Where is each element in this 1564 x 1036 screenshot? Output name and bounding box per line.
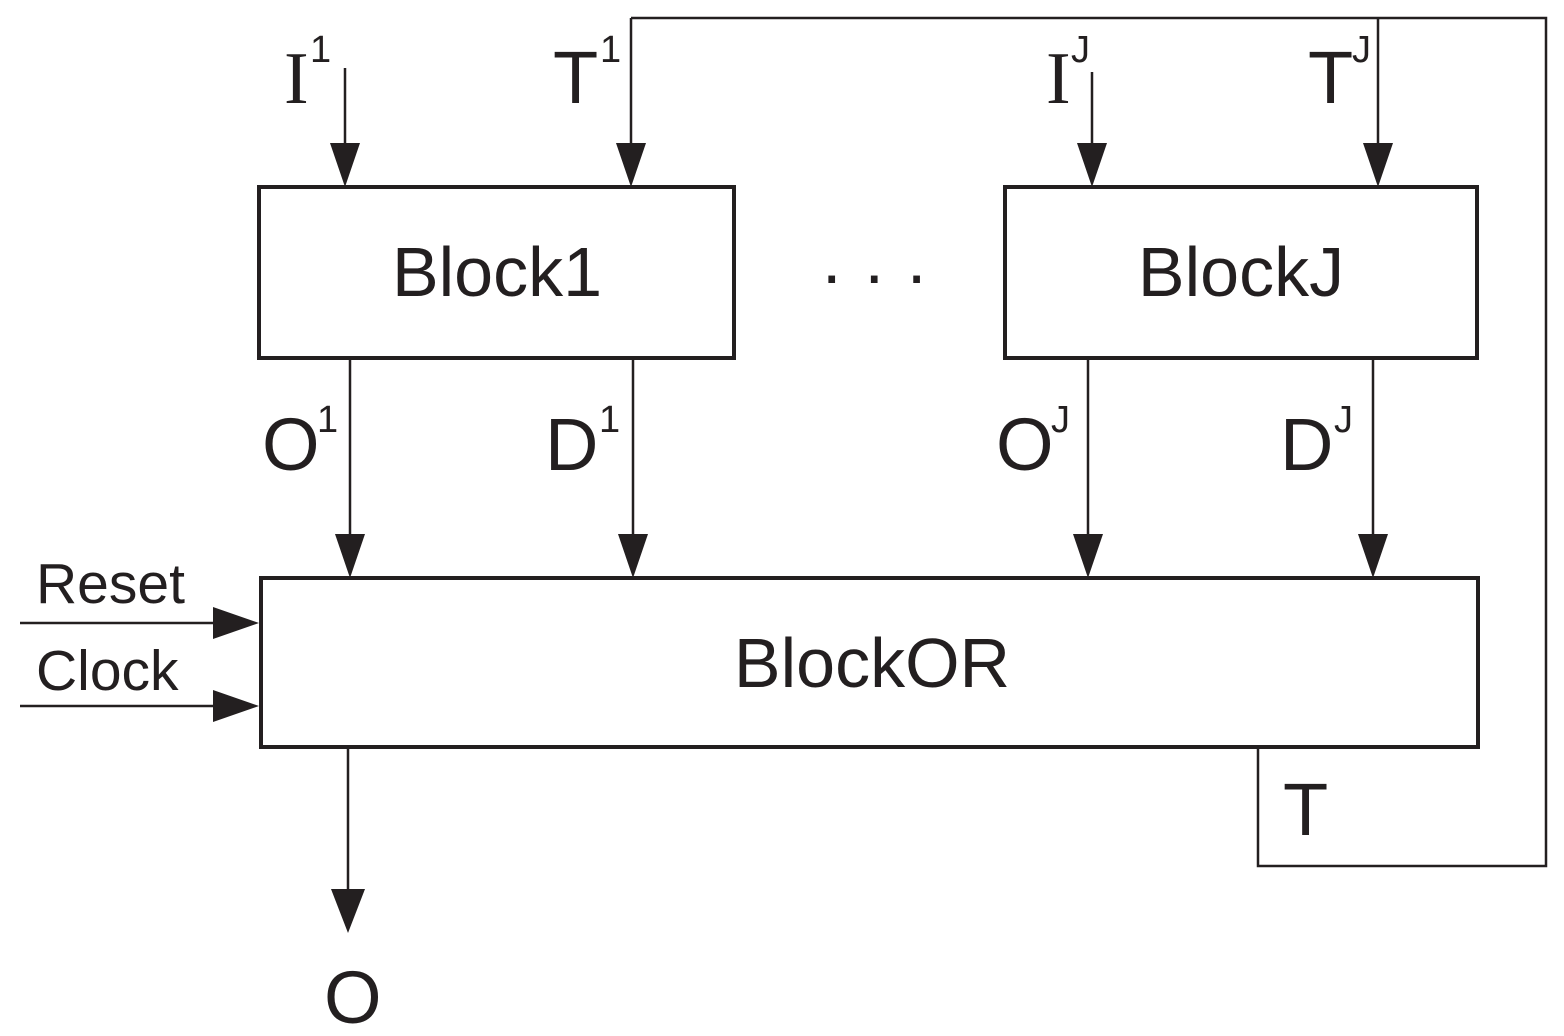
tj-sup-label: J	[1352, 29, 1371, 71]
t-feedback-label: T	[1283, 768, 1328, 851]
ij-label: I	[1046, 38, 1071, 120]
blockj-label: BlockJ	[1138, 233, 1344, 311]
d1-sup-label: 1	[599, 399, 620, 441]
tj-label: T	[1308, 36, 1353, 119]
t-feedback-wire	[631, 16, 1548, 868]
block1-label: Block1	[392, 233, 602, 311]
o1-label: O	[262, 403, 320, 486]
d1-arrowhead-icon	[618, 534, 648, 578]
ellipsis-label: ...	[822, 220, 949, 298]
i1-label: I	[284, 38, 309, 120]
clock-label: Clock	[36, 639, 179, 703]
blockj-box	[1003, 185, 1479, 360]
output-label: O	[324, 956, 382, 1036]
tj-arrowhead-icon	[1363, 143, 1393, 187]
clock-arrowhead-icon	[213, 690, 259, 722]
dj-arrowhead-icon	[1358, 534, 1388, 578]
t1-arrowhead-icon	[616, 143, 646, 187]
d1-label: D	[545, 403, 598, 486]
ij-arrowhead-icon	[1077, 143, 1107, 187]
o1-arrowhead-icon	[335, 534, 365, 578]
o1-sup-label: 1	[317, 399, 338, 441]
blockor-label: BlockOR	[734, 624, 1010, 702]
dj-sup-label: J	[1334, 399, 1353, 441]
ij-sup-label: J	[1071, 29, 1090, 71]
blockor-box	[259, 576, 1480, 749]
i1-arrowhead-icon	[330, 143, 360, 187]
i1-sup-label: 1	[310, 29, 331, 71]
t1-label: T	[553, 36, 598, 119]
output-arrowhead-icon	[331, 889, 365, 933]
oj-arrowhead-icon	[1073, 534, 1103, 578]
block1-box	[257, 185, 736, 360]
oj-sup-label: J	[1051, 399, 1070, 441]
reset-arrowhead-icon	[213, 607, 259, 639]
reset-label: Reset	[36, 552, 185, 616]
t1-sup-label: 1	[600, 29, 621, 71]
dj-label: D	[1280, 403, 1333, 486]
oj-label: O	[996, 403, 1054, 486]
